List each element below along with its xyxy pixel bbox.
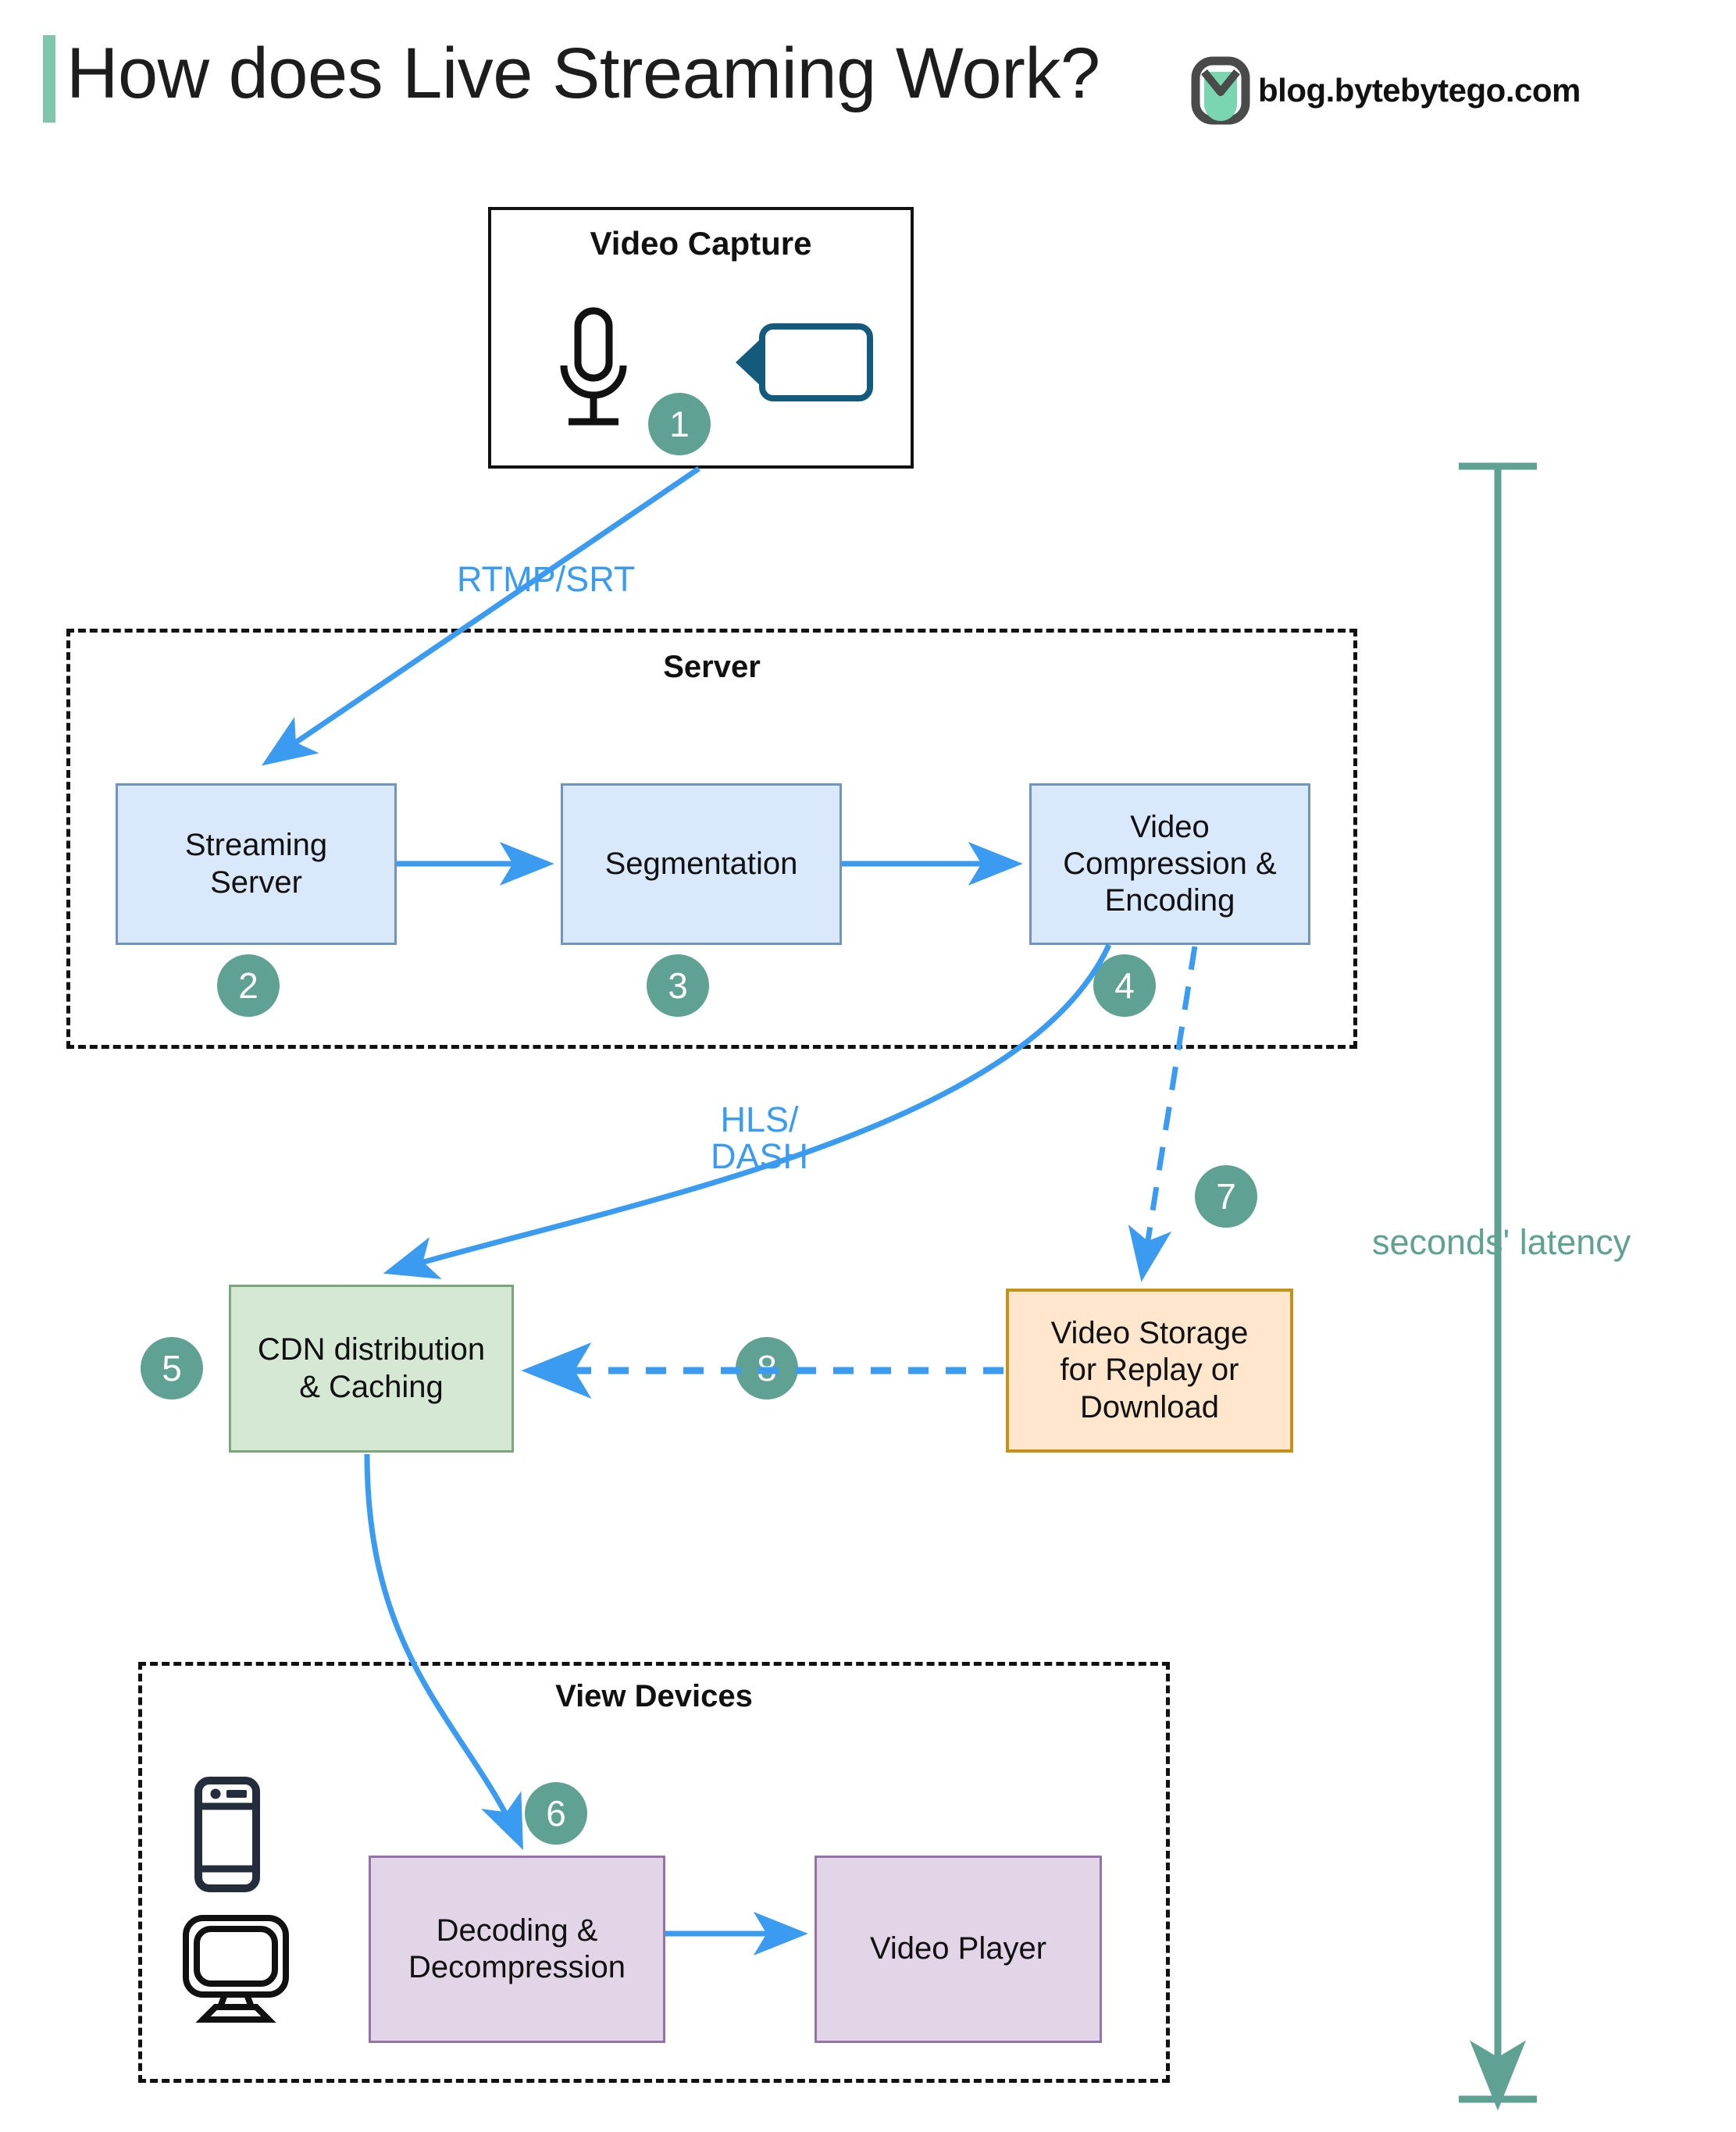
edge-label-hls-dash: HLS/ DASH xyxy=(711,1100,809,1177)
video-camera-icon xyxy=(736,323,873,401)
step-badge-8: 8 xyxy=(736,1337,798,1399)
step-badge-1: 1 xyxy=(648,393,711,455)
node-segmentation-label: Segmentation xyxy=(604,846,798,881)
node-streaming-server-label: Streaming Server xyxy=(184,828,328,900)
node-cdn-distribution-caching[interactable]: CDN distribution & Caching xyxy=(229,1285,514,1453)
server-group-title: Server xyxy=(663,650,761,684)
node-streaming-server[interactable]: Streaming Server xyxy=(116,783,397,945)
desktop-monitor-icon xyxy=(183,1915,289,2023)
node-video-player-label: Video Player xyxy=(869,1931,1047,1966)
node-video-player[interactable]: Video Player xyxy=(815,1856,1102,2043)
brand-watermark: blog.bytebytego.com xyxy=(1191,56,1581,125)
node-segmentation[interactable]: Segmentation xyxy=(561,783,842,945)
latency-label: seconds' latency xyxy=(1372,1222,1631,1262)
step-badge-7: 7 xyxy=(1195,1165,1257,1228)
brand-text: blog.bytebytego.com xyxy=(1258,72,1581,109)
microphone-icon xyxy=(560,307,627,426)
node-video-storage-label: Video Storage for Replay or Download xyxy=(1050,1316,1249,1424)
step-badge-2: 2 xyxy=(217,954,280,1017)
step-badge-3: 3 xyxy=(647,954,709,1017)
video-capture-title: Video Capture xyxy=(590,225,812,262)
page-title: How does Live Streaming Work? xyxy=(66,34,1100,113)
edge-label-rtmp-srt: RTMP/SRT xyxy=(457,559,636,599)
node-video-compression-encoding-label: Video Compression & Encoding xyxy=(1063,809,1277,918)
node-cdn-label: CDN distribution & Caching xyxy=(257,1332,486,1404)
node-video-compression-encoding[interactable]: Video Compression & Encoding xyxy=(1029,783,1310,945)
node-decoding-decompression[interactable]: Decoding & Decompression xyxy=(369,1856,665,2043)
mobile-phone-icon xyxy=(194,1777,260,1892)
step-badge-4: 4 xyxy=(1093,954,1156,1017)
bytebytego-logo-icon xyxy=(1191,56,1250,125)
node-video-storage[interactable]: Video Storage for Replay or Download xyxy=(1006,1289,1293,1453)
view-devices-group xyxy=(138,1662,1170,2083)
view-devices-group-title: View Devices xyxy=(555,1679,753,1713)
step-badge-5: 5 xyxy=(141,1337,203,1399)
step-badge-6: 6 xyxy=(525,1782,587,1845)
node-decoding-label: Decoding & Decompression xyxy=(408,1913,626,1984)
title-accent-bar xyxy=(43,35,55,123)
